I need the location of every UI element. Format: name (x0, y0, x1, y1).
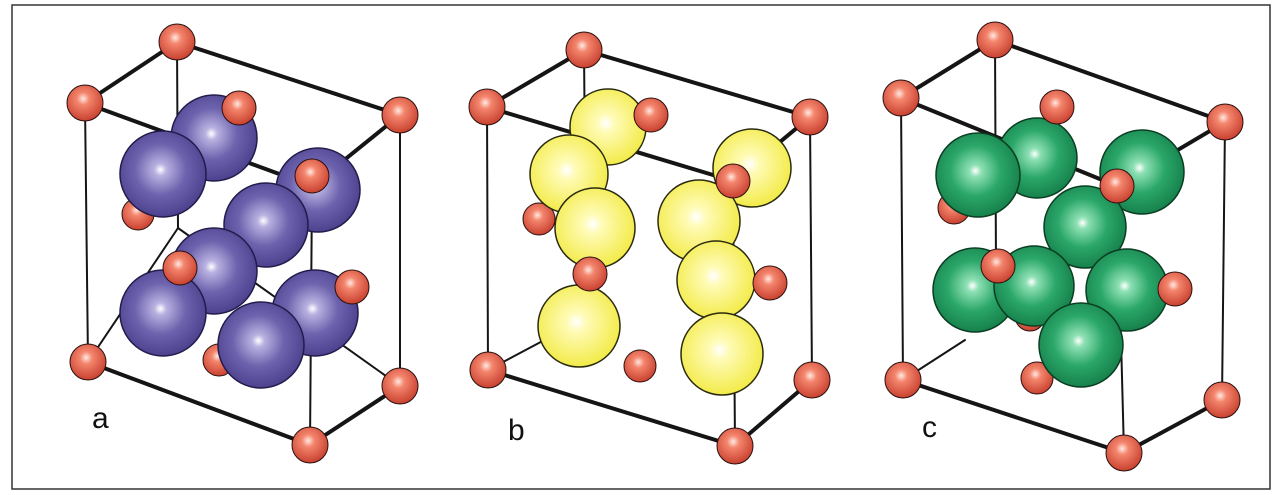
small-atom (221, 90, 257, 126)
panel-a: a (66, 23, 419, 464)
small-atom (334, 269, 370, 305)
large-sphere (676, 240, 756, 320)
small-atom (565, 31, 603, 69)
panel-b-small-atoms-back (522, 202, 657, 383)
small-atom (66, 84, 104, 122)
small-atom (291, 426, 329, 464)
small-atom (752, 265, 788, 301)
panel-a-small-atoms-front (66, 23, 419, 464)
small-atom (976, 21, 1014, 59)
large-sphere (680, 312, 764, 396)
large-sphere (119, 269, 207, 357)
small-atom (1105, 434, 1143, 472)
small-atom (381, 367, 419, 405)
small-atom (1099, 168, 1135, 204)
small-atom (158, 23, 196, 61)
panel-c: c (882, 21, 1244, 472)
panel-a-label: a (92, 402, 109, 435)
small-atom (980, 248, 1016, 284)
large-sphere (935, 132, 1021, 218)
large-sphere (119, 130, 207, 218)
small-atom (633, 97, 669, 133)
large-sphere (1043, 185, 1127, 269)
panel-c-label: c (922, 411, 937, 444)
panel-b: b (468, 31, 831, 465)
small-atom (294, 158, 330, 194)
small-atom (1157, 271, 1193, 307)
small-atom (1206, 103, 1244, 141)
large-sphere (217, 301, 305, 389)
panel-b-small-atoms-front (468, 31, 831, 465)
small-atom (522, 202, 556, 236)
small-atom (715, 163, 751, 199)
small-atom (793, 361, 831, 399)
small-atom (1203, 381, 1241, 419)
panel-c-small-atoms-front (882, 21, 1244, 472)
small-atom (1039, 89, 1075, 125)
small-atom (69, 343, 107, 381)
small-atom (468, 88, 506, 126)
small-atom (884, 361, 922, 399)
small-atom (162, 250, 198, 286)
small-atom (791, 98, 829, 136)
small-atom (572, 256, 608, 292)
small-atom (882, 79, 920, 117)
small-atom (623, 349, 657, 383)
figure-border (11, 4, 1271, 490)
small-atom (1020, 361, 1054, 395)
panel-b-large-spheres (529, 88, 792, 396)
small-atom (716, 427, 754, 465)
panel-b-label: b (508, 414, 525, 447)
small-atom (381, 96, 419, 134)
large-sphere (537, 284, 621, 368)
panel-a-large-spheres (119, 94, 361, 389)
large-sphere (554, 187, 636, 269)
panel-c-large-spheres (932, 117, 1185, 388)
large-sphere (1038, 302, 1124, 388)
small-atom (469, 351, 507, 389)
